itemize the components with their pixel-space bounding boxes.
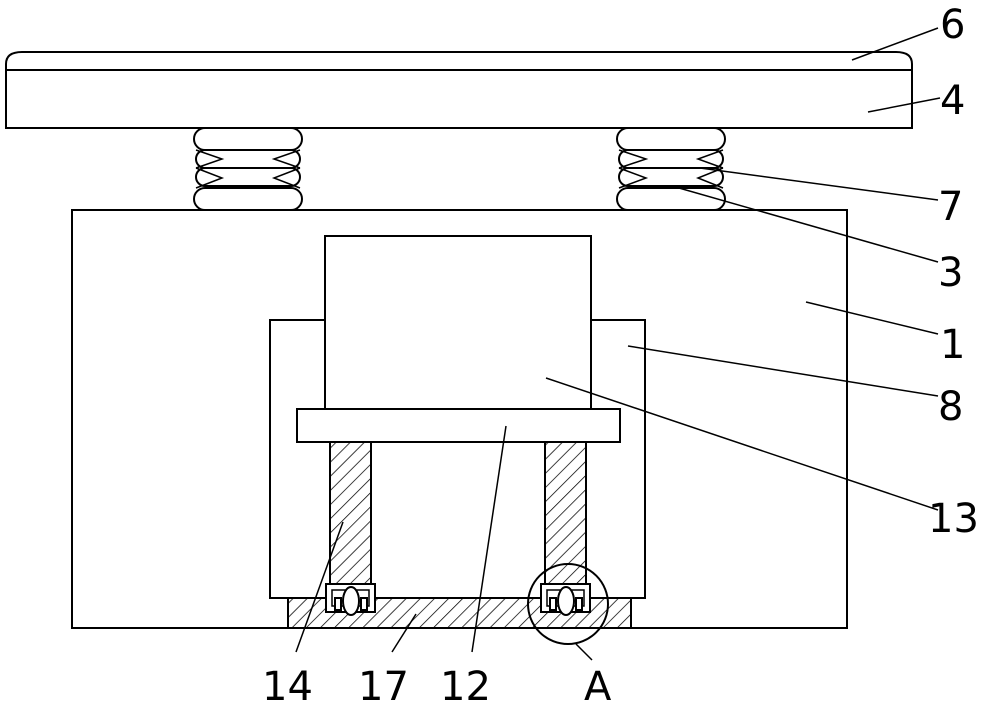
label-14: 14: [262, 664, 313, 708]
label-8: 8: [938, 384, 963, 430]
left-spring: [193, 127, 303, 211]
label-17: 17: [358, 664, 409, 708]
right-leg: [544, 441, 587, 585]
label-3: 3: [938, 250, 963, 296]
leader-lines: [295, 27, 941, 661]
upright-block: [324, 235, 592, 410]
label-6: 6: [940, 2, 965, 48]
label-a: A: [584, 664, 612, 708]
left-roller-assembly: [325, 583, 376, 616]
detail-circle-a: [527, 563, 609, 645]
cross-plate: [296, 408, 621, 443]
label-12: 12: [440, 664, 491, 708]
label-7: 7: [938, 184, 963, 230]
label-4: 4: [940, 78, 965, 124]
label-13: 13: [928, 496, 979, 542]
right-spring: [616, 127, 726, 211]
label-1: 1: [940, 322, 965, 368]
top-plate: [5, 51, 913, 129]
left-leg: [329, 441, 372, 585]
right-roller-assembly: [540, 583, 591, 616]
